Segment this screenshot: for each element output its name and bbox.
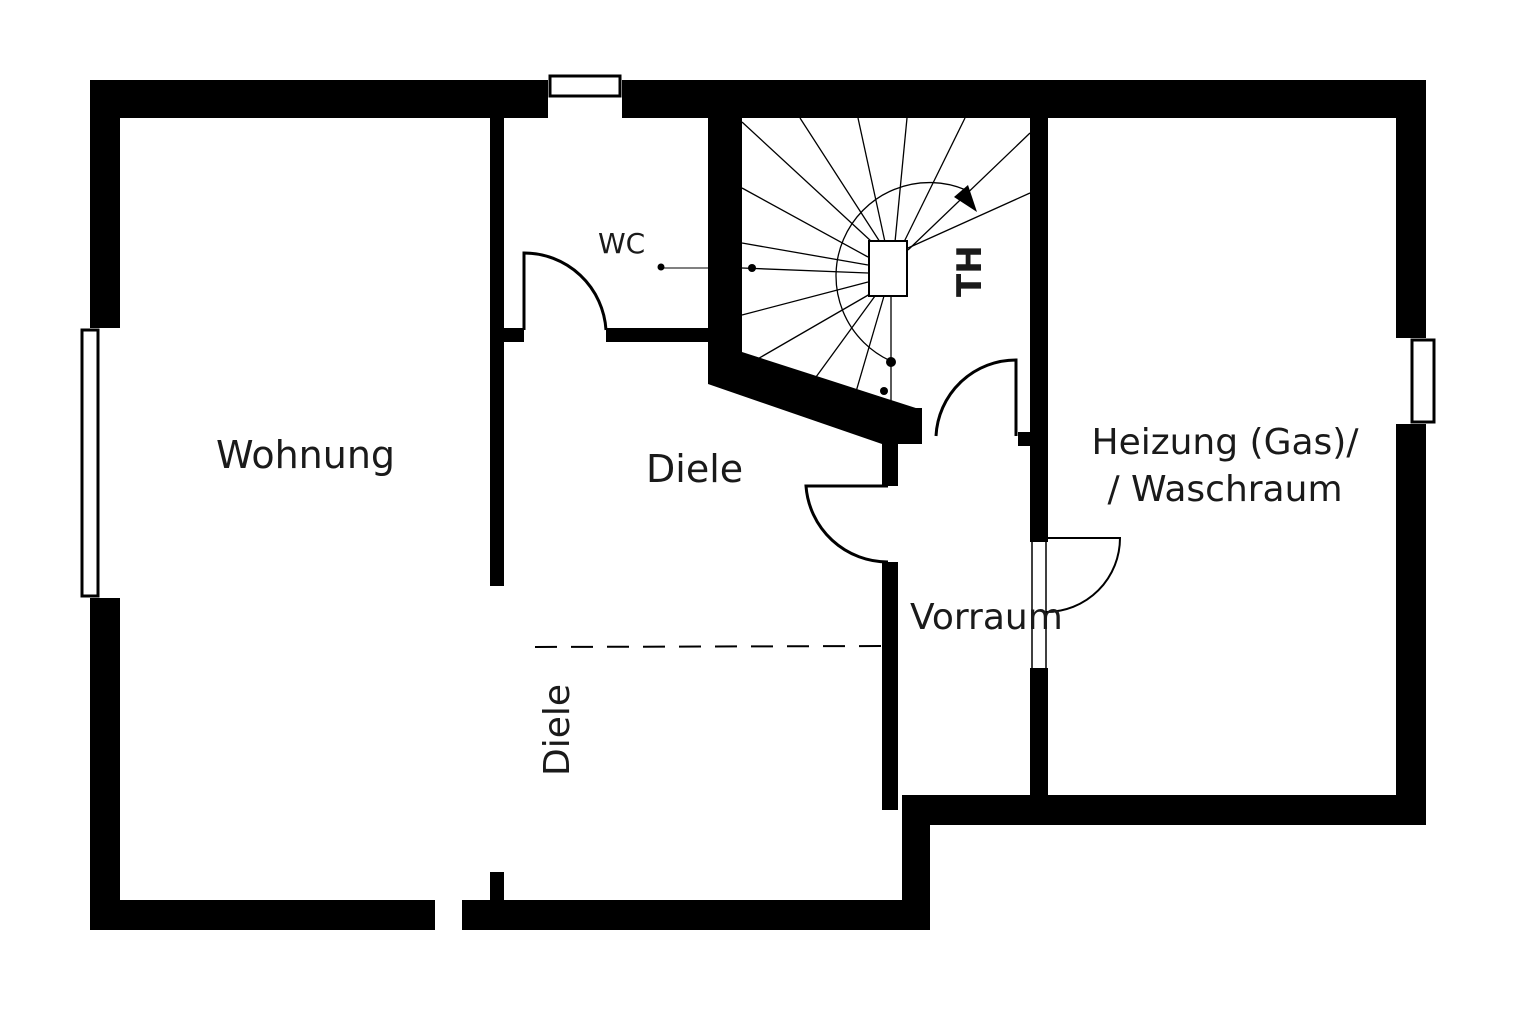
- wall-right-lower: [1396, 424, 1426, 824]
- wall-vorraum-left-lower: [882, 562, 898, 810]
- wall-wc-bottom-right: [606, 328, 710, 342]
- wall-left-lower: [90, 598, 120, 930]
- door-wc: [522, 251, 608, 331]
- wall-stair-diagonal: [708, 352, 922, 444]
- walls: [90, 80, 1426, 930]
- wall-th-right: [1030, 118, 1048, 434]
- arrow-down-right-icon: [954, 185, 977, 212]
- wall-vorraum-left-upper: [882, 440, 898, 486]
- stair-markers: [657, 185, 977, 395]
- room-label-wc: WC: [598, 227, 646, 260]
- wall-top-right: [622, 80, 1426, 118]
- window-left: [80, 328, 100, 598]
- room-label-diele-lower: Diele: [537, 683, 578, 776]
- wall-bottom-left: [90, 900, 435, 930]
- room-label-wohnung: Wohnung: [216, 433, 396, 477]
- window-right: [1410, 338, 1436, 424]
- spiral-staircase: [660, 117, 1031, 408]
- wall-vorraum-heizung-lower: [1030, 668, 1048, 808]
- wall-wc-bottom-left: [504, 328, 524, 342]
- wall-left-upper: [90, 80, 120, 328]
- wall-vorraum-heizung-upper: [1030, 432, 1048, 542]
- wall-top-left: [90, 80, 548, 118]
- wall-stair-right-stub: [882, 408, 922, 444]
- wall-wohnung-diele: [490, 118, 504, 586]
- stair-newel: [868, 240, 908, 297]
- door-heizung: [1045, 537, 1122, 613]
- doors: [522, 251, 1122, 668]
- wall-stair-left: [708, 118, 742, 384]
- room-label-th: TH: [950, 245, 990, 297]
- wall-right-upper: [1396, 80, 1426, 338]
- dashed-room-boundary: [534, 645, 883, 648]
- windows: [80, 74, 1436, 598]
- room-label-heizung: Heizung (Gas)/ / Waschraum: [1091, 422, 1359, 510]
- wall-bottom-mid: [462, 900, 930, 930]
- wall-bottom-right: [902, 795, 1426, 825]
- room-label-vorraum: Vorraum: [910, 597, 1063, 638]
- wall-stub-bottom: [490, 872, 504, 902]
- window-top: [548, 74, 622, 98]
- door-vorraum-top: [934, 358, 1018, 437]
- door-vorraum-left: [804, 484, 889, 564]
- room-label-diele-upper: Diele: [646, 447, 744, 491]
